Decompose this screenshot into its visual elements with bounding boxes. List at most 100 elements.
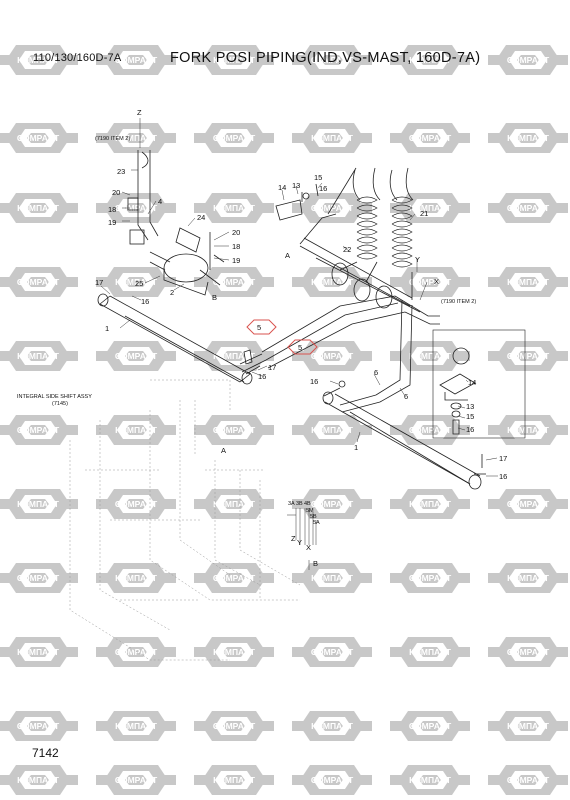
watermark-brand: КОМПАРТ <box>409 203 452 213</box>
callout-16-left: 16 <box>141 297 149 306</box>
watermark-brand: COMPART <box>213 425 256 435</box>
watermark-badge: COMPART <box>96 193 176 223</box>
watermark-brand: КОМПАРТ <box>409 775 452 785</box>
callout-18-left: 18 <box>108 205 116 214</box>
watermark-brand: COMPART <box>409 573 452 583</box>
watermark-brand: КОМПАРТ <box>213 203 256 213</box>
watermark-brand: КОМПАРТ <box>213 55 256 65</box>
model-code: 110/130/160D-7A <box>33 52 122 64</box>
callout-16-top: 16 <box>319 184 327 193</box>
watermark-badge: КОМПАРТ <box>488 415 568 445</box>
watermark-badge: COMPART <box>96 637 176 667</box>
callout-20-right: 20 <box>232 228 240 237</box>
part-5-highlights <box>246 319 318 355</box>
watermark-brand: КОМПАРТ <box>17 647 60 657</box>
watermark-badge: COMPART <box>292 637 372 667</box>
watermark-brand: КОМПАРТ <box>507 425 550 435</box>
watermark-brand: COMPART <box>115 351 158 361</box>
small-ref-3: 5M <box>306 508 314 514</box>
watermark-brand: КОМПАРТ <box>213 499 256 509</box>
ref-7190-item-2-left: (7190 ITEM 2) <box>95 136 130 142</box>
valve-assembly <box>127 150 225 296</box>
page-title: FORK POSI PIPING(IND,VS-MAST, 160D-7A) <box>170 50 481 66</box>
callout-6-lower: 6 <box>404 392 408 401</box>
watermark-brand: КОМПАРТ <box>507 573 550 583</box>
watermark-badge: КОМПАРТ <box>390 765 470 795</box>
callout-16-detail: 16 <box>466 425 474 434</box>
watermark-badge: COMPART <box>488 765 568 795</box>
watermark-badge: КОМПАРТ <box>488 711 568 741</box>
watermark-brand: COMPART <box>213 133 256 143</box>
callout-18-right: 18 <box>232 242 240 251</box>
callout-13-top: 13 <box>292 181 300 190</box>
watermark-brand: КОМПАРТ <box>115 573 158 583</box>
watermark-brand: КОМПАРТ <box>115 133 158 143</box>
watermark-badge: КОМПАРТ <box>390 637 470 667</box>
watermark-badge: COMPART <box>390 711 470 741</box>
watermark-brand: COMPART <box>409 721 452 731</box>
watermark-badge: COMPART <box>292 765 372 795</box>
main-hoses <box>261 295 440 403</box>
watermark-brand: КОМПАРТ <box>409 647 452 657</box>
watermark-badge: COMPART <box>0 563 78 593</box>
watermark-badge: COMPART <box>194 123 274 153</box>
watermark-brand: КОМПАРТ <box>213 775 256 785</box>
watermark-badge: КОМПАРТ <box>194 341 274 371</box>
watermark-brand: COMPART <box>311 647 354 657</box>
watermark-brand: КОМПАРТ <box>311 133 354 143</box>
watermark-badge: COMPART <box>194 563 274 593</box>
watermark-brand: COMPART <box>115 499 158 509</box>
watermark-badge: COMPART <box>390 415 470 445</box>
watermark-brand: COMPART <box>409 133 452 143</box>
coiled-hoses <box>299 167 414 300</box>
watermark-brand: COMPART <box>507 775 550 785</box>
watermark-brand: КОМПАРТ <box>311 573 354 583</box>
view-b-upper: B <box>212 293 217 302</box>
view-b-lower: B <box>313 559 318 568</box>
hose-clamps <box>299 237 421 313</box>
ref-7190-item-2-right: (7190 ITEM 2) <box>441 299 476 305</box>
watermark-badge: COMPART <box>96 341 176 371</box>
callout-16-right: 16 <box>499 472 507 481</box>
watermark-badge: КОМПАРТ <box>0 193 78 223</box>
watermark-badge: КОМПАРТ <box>488 563 568 593</box>
watermark-brand: COMPART <box>17 573 60 583</box>
watermark-badge: COMPART <box>96 489 176 519</box>
fittings-16-17 <box>243 349 486 475</box>
watermark-badge: COMPART <box>194 415 274 445</box>
watermark-badge: COMPART <box>0 123 78 153</box>
callout-19-left: 19 <box>108 218 116 227</box>
axis-y-lower: Y <box>297 538 302 547</box>
watermark-brand: COMPART <box>311 351 354 361</box>
leader-lines <box>100 118 498 570</box>
callout-6-upper: 6 <box>374 368 378 377</box>
highlight-part-5-lower <box>287 339 318 355</box>
watermark-brand: COMPART <box>213 721 256 731</box>
watermark-badge: КОМПАРТ <box>292 123 372 153</box>
watermark-brand: КОМПАРТ <box>17 775 60 785</box>
watermark-badge: КОМПАРТ <box>292 267 372 297</box>
watermark-brand: COMPART <box>213 573 256 583</box>
watermark-brand: COMPART <box>507 55 550 65</box>
callout-17-right: 17 <box>499 454 507 463</box>
callout-17-left: 17 <box>95 278 103 287</box>
watermark-badge: КОМПАРТ <box>0 45 78 75</box>
view-a-lower: A <box>221 446 226 455</box>
watermark-badge: COMPART <box>0 267 78 297</box>
watermark-badge: КОМПАРТ <box>96 711 176 741</box>
watermark-badge: COMPART <box>96 45 176 75</box>
small-ref-0: 3A <box>288 501 295 507</box>
watermark-brand: COMPART <box>213 277 256 287</box>
watermark-brand: КОМПАРТ <box>115 425 158 435</box>
callout-16-mid: 16 <box>258 372 266 381</box>
callout-22: 22 <box>343 245 351 254</box>
callout-14-top: 14 <box>278 183 286 192</box>
watermark-badge: КОМПАРТ <box>194 45 274 75</box>
callout-labels: Z 23 20 4 18 19 24 20 18 19 25 2 B A 17 … <box>17 108 507 568</box>
watermark-badge: КОМПАРТ <box>0 341 78 371</box>
watermark-brand: КОМПАРТ <box>507 721 550 731</box>
callout-4: 4 <box>158 197 162 206</box>
watermark-brand: COMPART <box>115 55 158 65</box>
